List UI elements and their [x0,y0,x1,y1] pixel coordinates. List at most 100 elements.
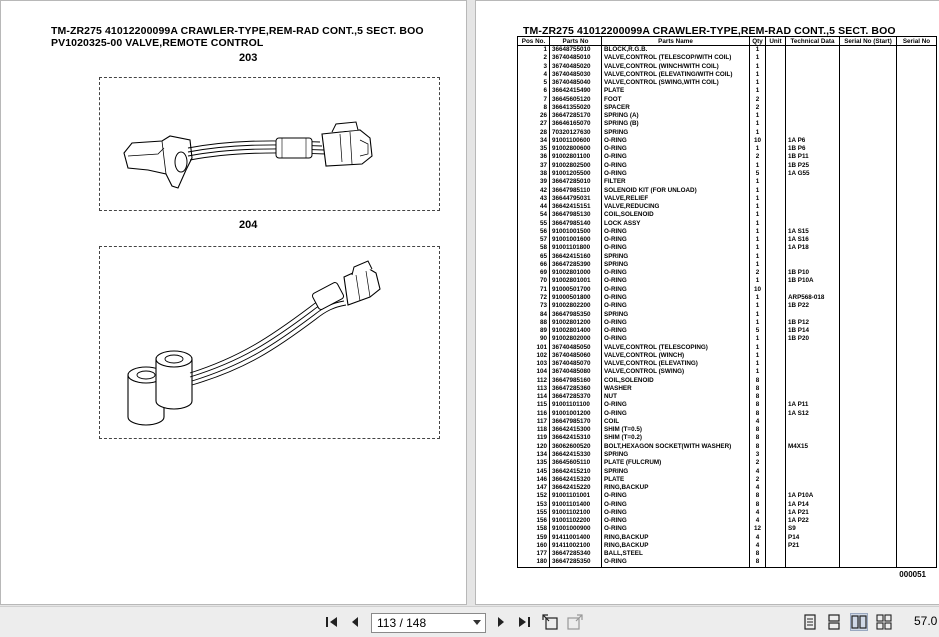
two-page-icon [851,615,867,629]
cell-pos: 116 [517,409,550,418]
cell-parts-name: SPRING [601,310,750,319]
cell-serial-end [896,54,937,63]
cell-serial-start [839,351,897,361]
cell-technical-data [785,484,840,493]
first-page-button[interactable] [323,613,341,631]
cell-unit [765,451,786,460]
cell-parts-name: VALVE,CONTROL (ELEVATING) [601,360,750,369]
cell-unit [765,558,786,568]
cell-qty: 10 [749,136,766,146]
cell-parts-no: 91411002100 [549,541,602,551]
next-page-button[interactable] [492,613,510,631]
cell-serial-end [896,368,937,377]
cell-technical-data: 1B P10A [785,277,840,286]
cell-parts-name: COIL [601,417,750,427]
cell-pos: 39 [517,178,550,187]
cell-serial-start [839,186,897,195]
cell-serial-start [839,541,897,551]
cell-pos: 120 [517,442,550,452]
cell-qty: 10 [749,285,766,294]
cell-serial-end [896,211,937,220]
cell-unit [765,236,786,245]
figure-203 [99,77,440,211]
cell-qty: 2 [749,153,766,162]
cell-technical-data: 1A P6 [785,136,840,146]
cell-pos: 155 [517,508,550,518]
cell-parts-name: O-RING [601,153,750,162]
cell-serial-end [896,409,937,418]
cell-parts-name: SPRING [601,260,750,270]
cell-parts-name: COIL,SOLENOID [601,376,750,385]
zoom-level[interactable]: 57.0 [914,614,938,628]
cell-pos: 37 [517,161,550,170]
cell-technical-data [785,54,840,63]
cell-parts-name: PLATE [601,475,750,485]
cell-parts-no: 36642415210 [549,467,602,476]
single-page-view-button[interactable] [801,613,819,631]
table-header-row: Pos No. Parts No Parts Name Qty Unit Tec… [517,36,937,46]
cell-pos: 104 [517,368,550,377]
cell-parts-name: VALVE,CONTROL (WINCH) [601,351,750,361]
cell-unit [765,277,786,286]
cell-serial-start [839,227,897,237]
cell-parts-name: O-RING [601,269,750,278]
cell-unit [765,467,786,476]
cell-parts-name: BALL,STEEL [601,550,750,559]
cell-unit [765,145,786,154]
cell-serial-end [896,508,937,518]
cell-parts-no: 91002802200 [549,302,602,311]
cell-technical-data [785,451,840,460]
cell-parts-name: LOCK ASSY [601,219,750,228]
cell-parts-no: 36642415151 [549,203,602,212]
col-header-pos: Pos No. [517,36,550,46]
previous-page-button[interactable] [346,613,364,631]
next-page-icon [498,617,504,627]
cell-parts-no: 36647985110 [549,186,602,195]
cell-technical-data [785,310,840,319]
cell-parts-name: FOOT [601,95,750,104]
cell-technical-data [785,128,840,137]
cell-parts-no: 36645605120 [549,95,602,104]
cell-pos: 119 [517,434,550,443]
cell-pos: 89 [517,327,550,336]
cell-serial-start [839,533,897,542]
page-title: TM-ZR275 41012200099A CRAWLER-TYPE,REM-R… [51,25,424,37]
cell-pos: 34 [517,136,550,146]
cell-parts-no: 70320127630 [549,128,602,137]
cell-parts-no: 36647985140 [549,219,602,228]
cell-serial-end [896,541,937,551]
cell-serial-end [896,550,937,559]
cell-technical-data [785,434,840,443]
cell-qty: 4 [749,517,766,526]
cell-parts-name: O-RING [601,409,750,418]
forward-view-button[interactable] [566,613,584,631]
continuous-view-button[interactable] [825,613,843,631]
col-header-technical-data: Technical Data [785,36,840,46]
cell-pos: 28 [517,128,550,137]
page-number-input[interactable]: 113 / 148 [371,613,486,633]
cell-parts-name: O-RING [601,244,750,253]
cell-serial-end [896,194,937,204]
cell-technical-data: 1A P11 [785,401,840,410]
cell-parts-no: 36642415330 [549,451,602,460]
two-page-continuous-button[interactable] [875,613,893,631]
cell-parts-name: O-RING [601,293,750,303]
back-view-button[interactable] [541,613,559,631]
last-page-button[interactable] [515,613,533,631]
cell-unit [765,508,786,518]
cell-unit [765,351,786,361]
cell-parts-no: 91001102200 [549,517,602,526]
document-viewer[interactable]: TM-ZR275 41012200099A CRAWLER-TYPE,REM-R… [0,0,939,606]
two-page-view-button[interactable] [850,613,868,631]
last-page-icon [519,617,530,627]
cell-pos: 1 [517,45,550,55]
